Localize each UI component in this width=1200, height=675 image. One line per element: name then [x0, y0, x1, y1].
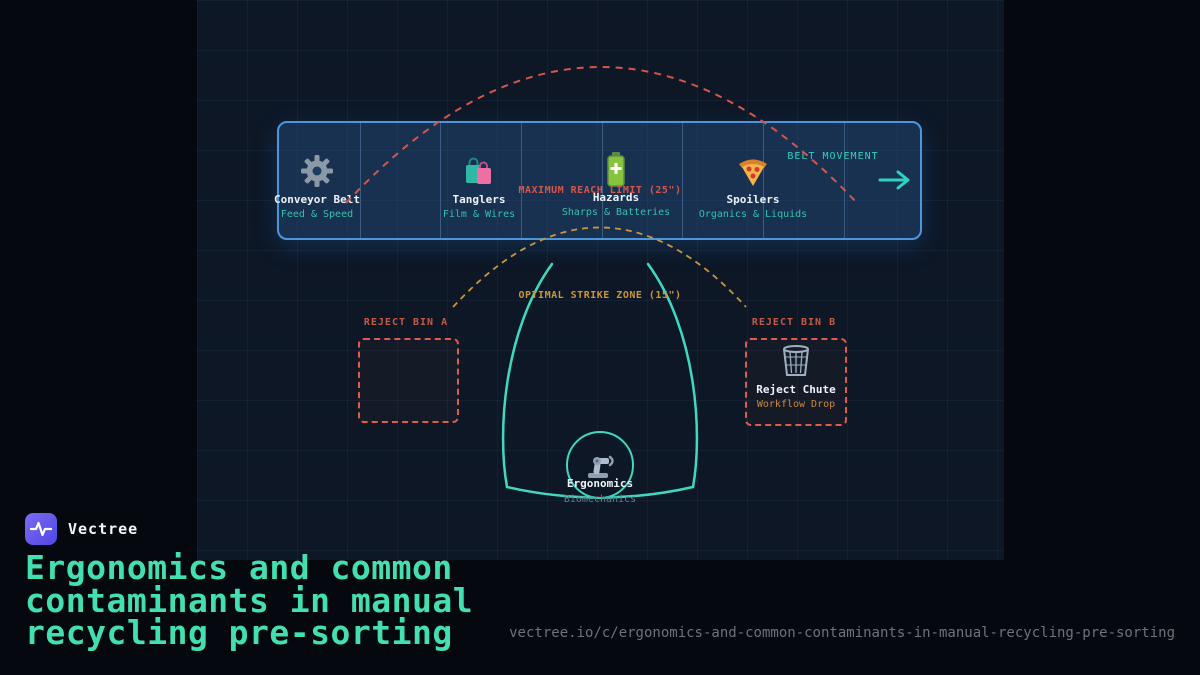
reject-bin-a-label: REJECT BIN A	[363, 317, 449, 328]
station-conveyor-belt: Conveyor Belt Feed & Speed	[242, 152, 392, 220]
page-title-line: contaminants in manual	[25, 580, 474, 620]
ergonomics-subtitle: Biomechanics	[563, 494, 637, 505]
page-title-line: Ergonomics and common	[25, 548, 453, 587]
strike-zone-label: OPTIMAL STRIKE ZONE (15")	[518, 290, 682, 301]
reject-bin-a	[358, 338, 459, 423]
station-subtitle: Sharps & Batteries	[561, 207, 671, 218]
station-hazards: Hazards Sharps & Batteries	[541, 150, 691, 218]
vectree-logo-icon	[29, 521, 53, 537]
reject-bin-b: Reject Chute Workflow Drop	[745, 338, 847, 426]
station-subtitle: Film & Wires	[442, 209, 516, 220]
robot-arm-icon	[583, 446, 617, 484]
gear-icon	[242, 152, 392, 190]
station-subtitle: Organics & Liquids	[698, 209, 808, 220]
page-title-line: recycling pre-sorting	[25, 613, 453, 652]
vectree-logo	[25, 513, 57, 545]
max-reach-label: MAXIMUM REACH LIMIT (25")	[518, 185, 682, 196]
reject-bin-b-label: REJECT BIN B	[751, 317, 837, 328]
belt-cell-divider	[844, 123, 845, 238]
trash-bin-icon	[780, 343, 812, 381]
ergonomics-title: Ergonomics	[566, 477, 634, 490]
reject-chute-title: Reject Chute	[756, 383, 836, 396]
footer-url: vectree.io/c/ergonomics-and-common-conta…	[509, 625, 1175, 641]
brand-name: Vectree	[68, 520, 139, 538]
battery-icon	[541, 150, 691, 188]
belt-movement-arrow-icon	[878, 169, 912, 195]
station-title: Conveyor Belt	[273, 193, 361, 206]
page-title: Ergonomics and common contaminants in ma…	[25, 548, 585, 652]
reject-chute-subtitle: Workflow Drop	[756, 399, 836, 410]
station-subtitle: Feed & Speed	[280, 209, 354, 220]
